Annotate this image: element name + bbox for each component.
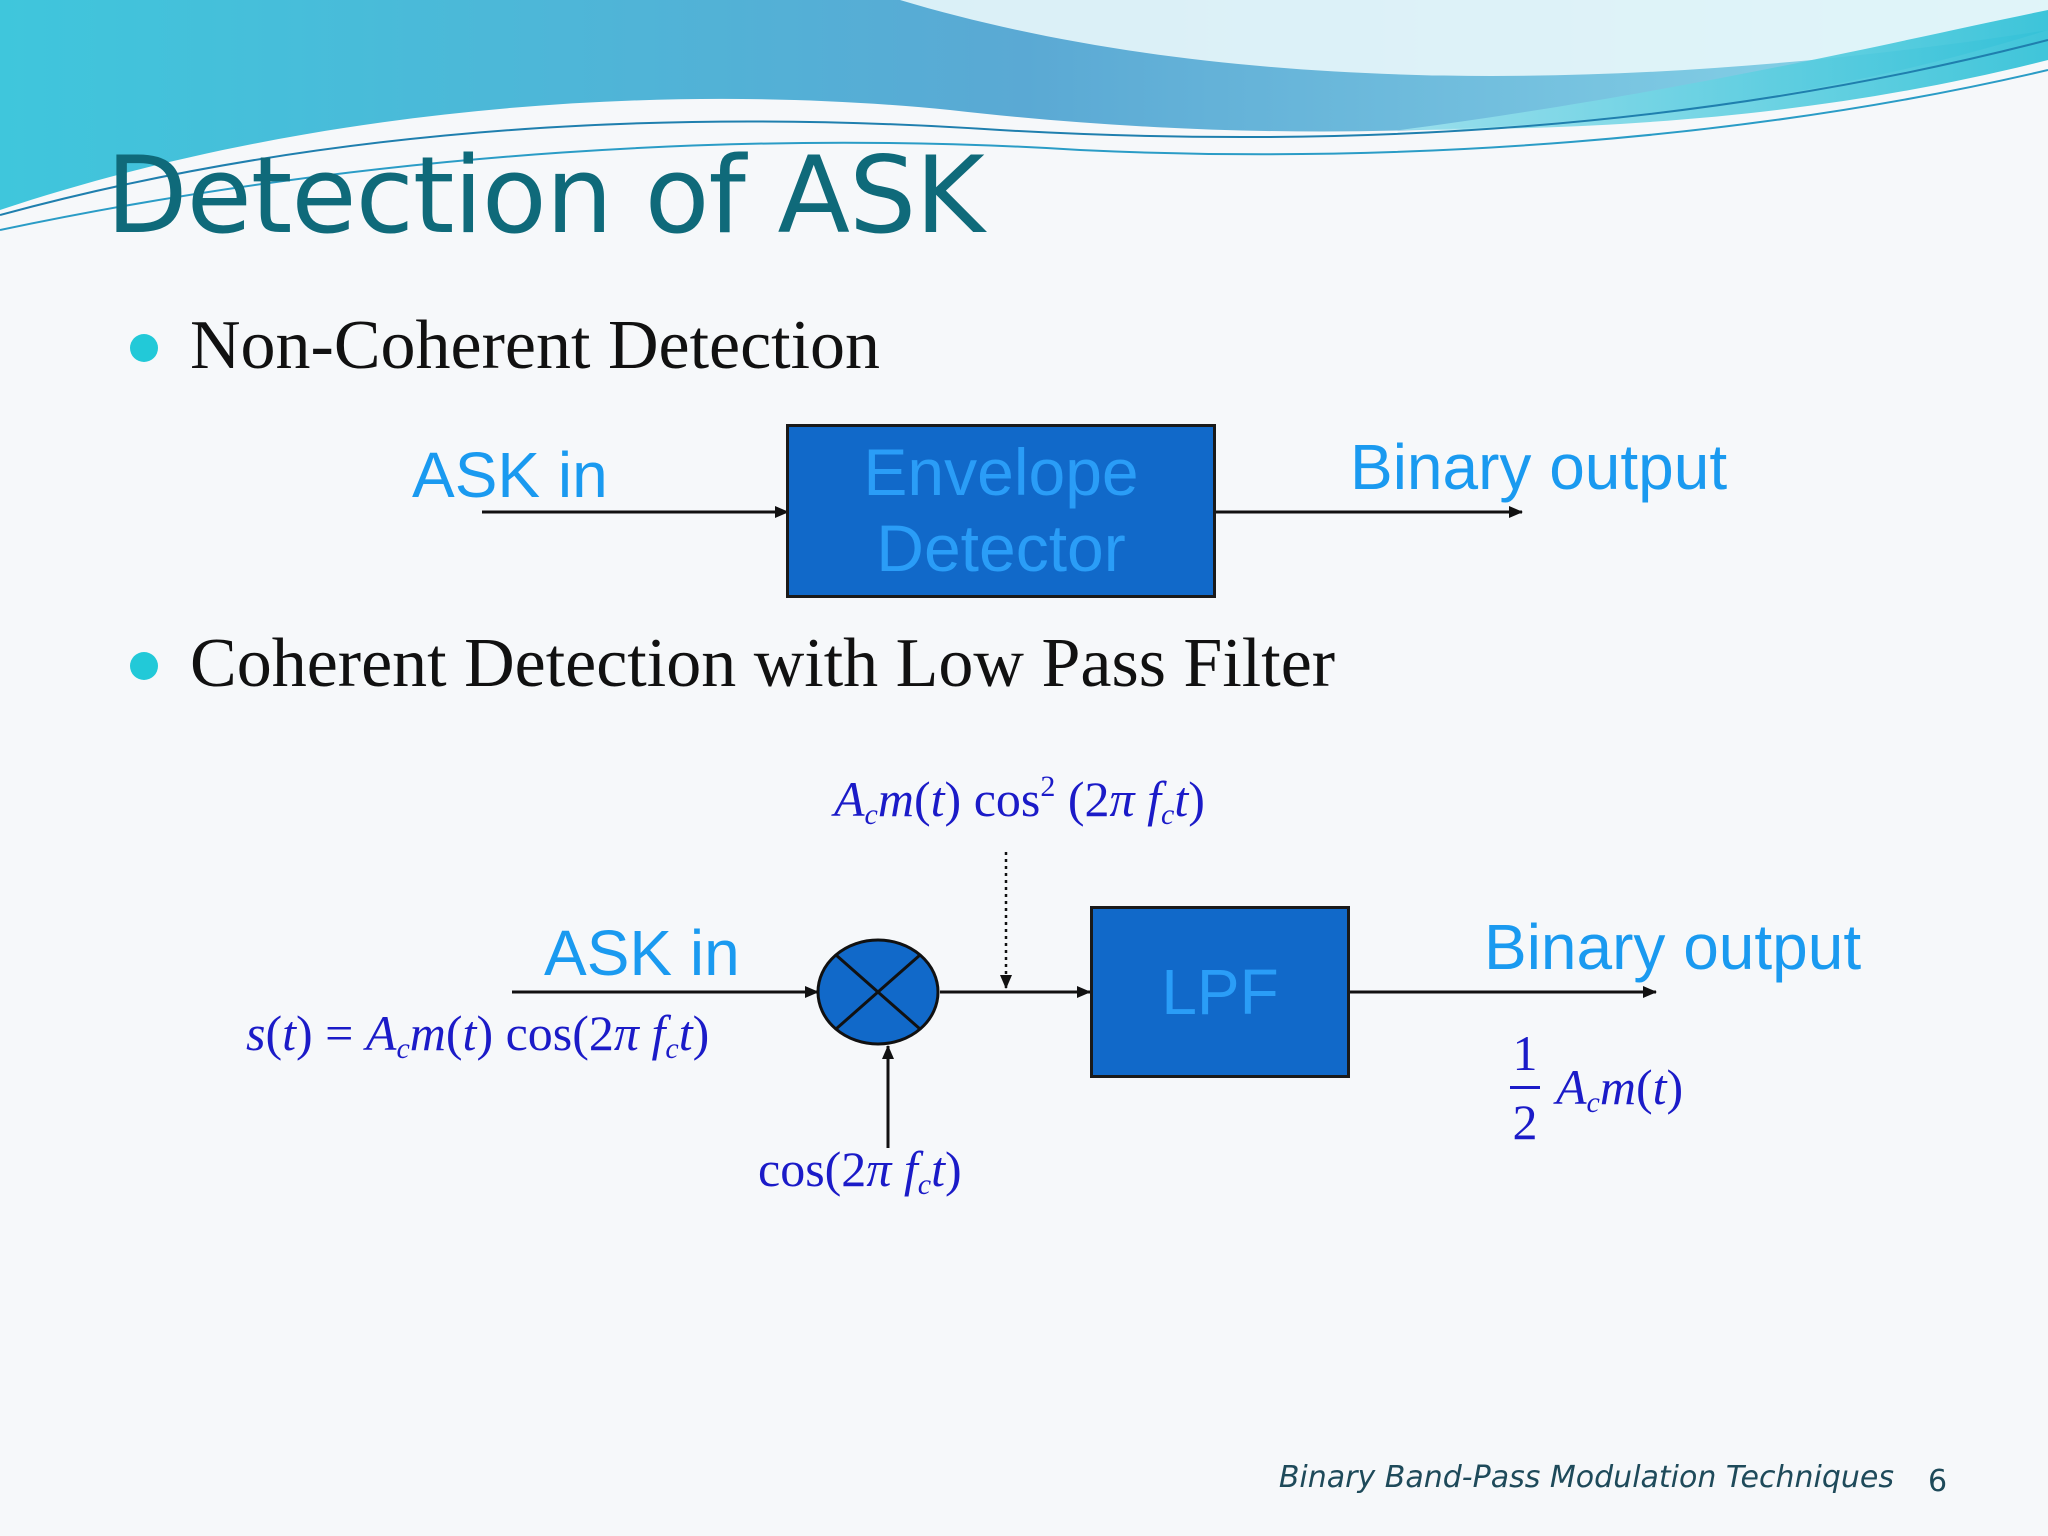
envelope-detector-line1: Envelope xyxy=(863,435,1139,510)
slide-title: Detection of ASK xyxy=(106,134,985,257)
bullet-dot-icon xyxy=(130,652,158,680)
bullet-coherent: Coherent Detection with Low Pass Filter xyxy=(130,624,1335,704)
fraction-denominator: 2 xyxy=(1512,1094,1538,1150)
header-wave-decoration xyxy=(0,0,2048,231)
bullet-non-coherent: Non-Coherent Detection xyxy=(130,306,880,386)
footer-text: Binary Band-Pass Modulation Techniques xyxy=(1278,1460,1894,1495)
bullet-text: Non-Coherent Detection xyxy=(190,307,881,384)
output-fraction: 1 2 xyxy=(1510,1024,1540,1151)
envelope-detector-block: Envelope Detector xyxy=(786,424,1216,598)
fraction-bar xyxy=(1510,1086,1540,1089)
envelope-detector-line2: Detector xyxy=(876,511,1126,585)
lpf-block: LPF xyxy=(1090,906,1350,1078)
carrier-equation: cos(2π fct) xyxy=(758,1141,962,1201)
page-number: 6 xyxy=(1928,1464,1948,1499)
input-signal-equation: s(t) = Acm(t) cos(2π fct) xyxy=(246,1005,710,1065)
lpf-label: LPF xyxy=(1161,956,1279,1028)
fraction-numerator: 1 xyxy=(1512,1025,1538,1081)
diagram2-input-label: ASK in xyxy=(544,917,740,989)
output-equation: Acm(t) xyxy=(1556,1059,1684,1119)
diagram2-output-label: Binary output xyxy=(1484,911,1862,983)
bullet-text: Coherent Detection with Low Pass Filter xyxy=(190,625,1336,702)
diagram1-output-label: Binary output xyxy=(1350,431,1728,503)
mixer-icon xyxy=(816,938,940,1046)
diagram1-input-label: ASK in xyxy=(412,439,608,511)
bullet-dot-icon xyxy=(130,334,158,362)
product-equation: Acm(t) cos2 (2π fct) xyxy=(834,770,1205,831)
